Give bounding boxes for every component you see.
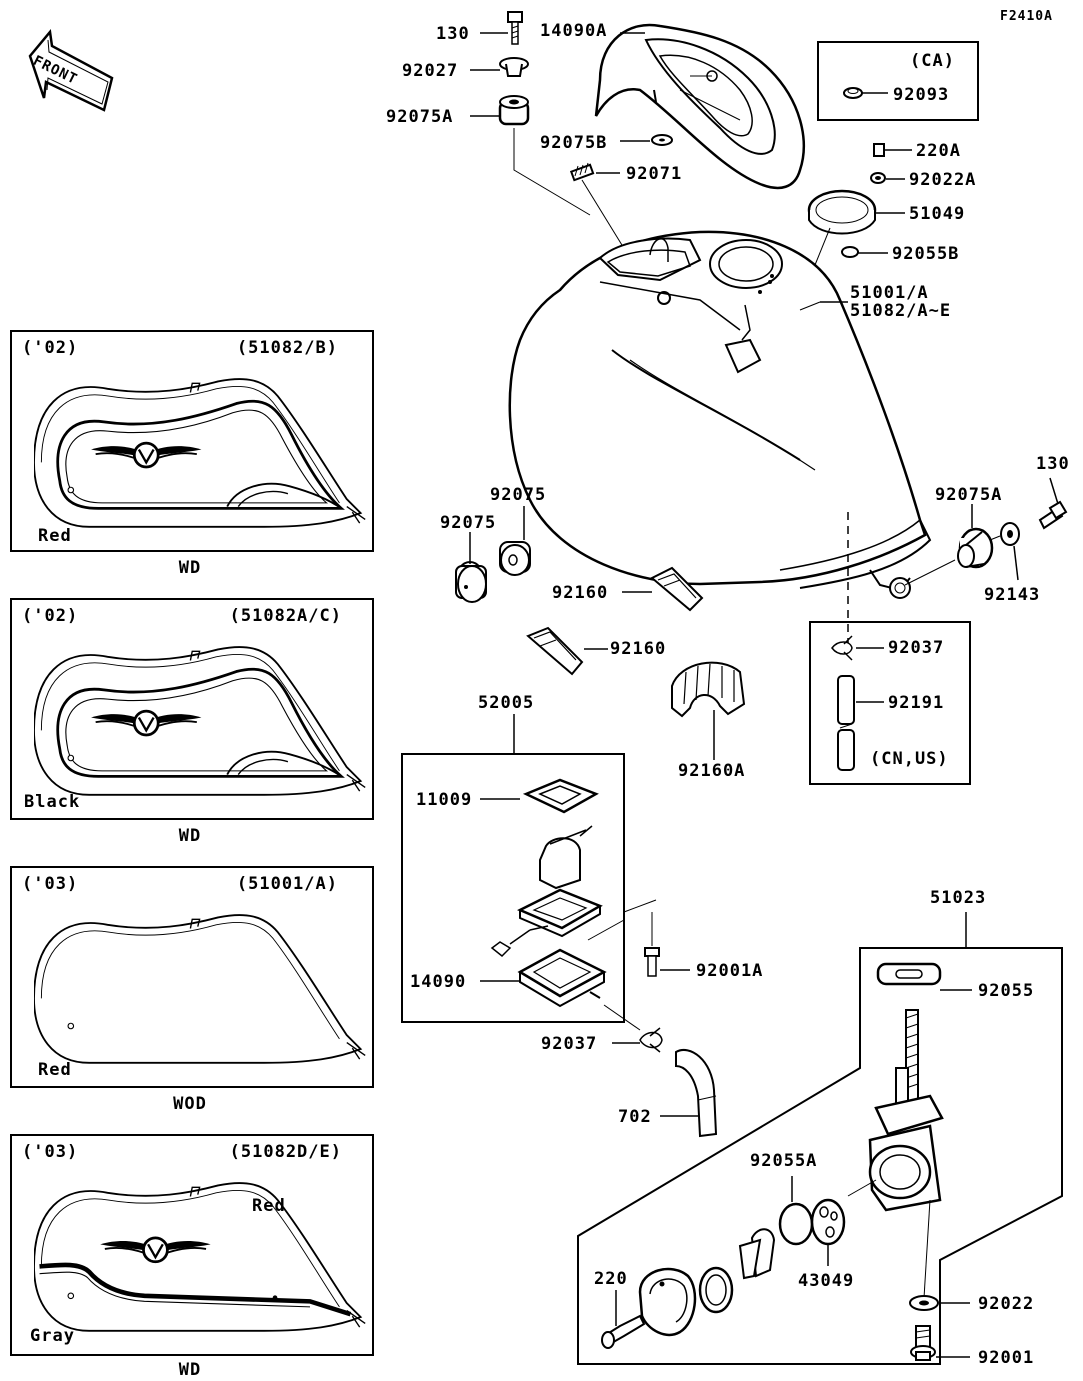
tank-plain <box>34 914 367 1064</box>
part-label-92037-bottom: 92037 <box>541 1034 598 1054</box>
decal-panel-3: ('03) (51001/A) Red <box>10 866 374 1088</box>
panel-year: ('02) <box>22 338 79 358</box>
part-label-52005: 52005 <box>478 693 535 713</box>
cn-us-box <box>809 621 971 785</box>
plate-and-screw-220 <box>601 1267 697 1349</box>
part-label-92143: 92143 <box>984 585 1041 605</box>
panel-color: Black <box>24 792 81 812</box>
panel-color-secondary: Red <box>252 1196 286 1216</box>
panel-color: Gray <box>30 1326 75 1346</box>
part-label-11009: 11009 <box>416 790 473 810</box>
bolt-92001A <box>644 912 690 977</box>
gasket-92055B <box>841 246 888 258</box>
part-label-43049: 43049 <box>798 1271 855 1291</box>
panel-year: ('03) <box>22 874 79 894</box>
part-label-92001A: 92001A <box>696 961 764 981</box>
part-label-92075A: 92075A <box>386 107 454 127</box>
tank-decal-red-stripe <box>34 378 367 528</box>
part-label-14090: 14090 <box>410 972 467 992</box>
clip-92160-b <box>526 626 608 676</box>
bolt-130-top <box>480 11 523 45</box>
collar-92027 <box>470 57 529 77</box>
tank-decal-black-stripe <box>34 646 367 796</box>
part-label-92022A: 92022A <box>909 170 977 190</box>
panel-color: Red <box>38 1060 72 1080</box>
bolt-130-right <box>1038 477 1068 530</box>
part-label-92001: 92001 <box>978 1348 1035 1368</box>
part-label-92027: 92027 <box>402 61 459 81</box>
panel-caption: WD <box>178 558 202 578</box>
part-label-220A: 220A <box>916 141 961 161</box>
part-label-92022: 92022 <box>978 1294 1035 1314</box>
spring-92071 <box>569 162 626 251</box>
part-label-92160A: 92160A <box>678 761 746 781</box>
part-label-130: 130 <box>436 24 470 44</box>
ca-label: (CA) <box>910 51 955 71</box>
part-label-51001A: 51001/A <box>850 283 929 303</box>
part-label-702: 702 <box>618 1107 652 1127</box>
lever-and-seal <box>698 1228 776 1314</box>
panel-year: ('03) <box>22 1142 79 1162</box>
part-label-51023: 51023 <box>930 888 987 908</box>
screw-220A <box>873 143 912 157</box>
damper-92075-left <box>455 532 487 603</box>
part-label-51049: 51049 <box>909 204 966 224</box>
damper-92075-mid <box>499 506 531 576</box>
panel-code: (51082A/C) <box>229 606 342 626</box>
fuel-pump-assembly-52005 <box>401 714 657 1031</box>
fuel-tank-51001 <box>508 230 932 650</box>
washer-92022 <box>909 1295 970 1311</box>
decal-panel-4: ('03) (51082D/E) Gray Red <box>10 1134 374 1356</box>
panel-year: ('02) <box>22 606 79 626</box>
damper-92160A <box>671 661 746 760</box>
part-label-92075-b: 92075 <box>490 485 547 505</box>
panel-color: Red <box>38 526 72 546</box>
part-label-130-right: 130 <box>1036 454 1070 474</box>
part-label-92071: 92071 <box>626 164 683 184</box>
damper-92075A-right <box>904 504 994 586</box>
hose-702 <box>660 1049 718 1138</box>
washer-92075B <box>620 134 673 146</box>
part-label-92191: 92191 <box>888 693 945 713</box>
part-label-92160-a: 92160 <box>552 583 609 603</box>
clip-92160-a <box>622 566 704 612</box>
part-label-220: 220 <box>594 1269 628 1289</box>
fuel-valve-51023 <box>577 912 1063 1365</box>
panel-code: (51001/A) <box>236 874 338 894</box>
panel-code: (51082/B) <box>236 338 338 358</box>
part-label-92075-a: 92075 <box>440 513 497 533</box>
panel-caption: WD <box>178 1360 202 1380</box>
damper-92075A-top <box>470 95 591 216</box>
tank-cover-14090A <box>594 23 805 190</box>
panel-code: (51082D/E) <box>229 1142 342 1162</box>
part-label-92055: 92055 <box>978 981 1035 1001</box>
clamp-92037-bottom <box>612 1027 663 1053</box>
panel-caption: WD <box>178 826 202 846</box>
front-arrow-icon <box>28 29 114 112</box>
part-label-92055B: 92055B <box>892 244 960 264</box>
part-label-92037-top: 92037 <box>888 638 945 658</box>
part-label-92055A: 92055A <box>750 1151 818 1171</box>
bolt-92001 <box>910 1325 970 1361</box>
part-label-92160-b: 92160 <box>610 639 667 659</box>
part-label-92093: 92093 <box>893 85 950 105</box>
washer-92143 <box>989 522 1020 581</box>
cn-us-label: (CN,US) <box>870 749 949 769</box>
part-label-92075A-right: 92075A <box>935 485 1003 505</box>
part-label-92075B: 92075B <box>540 133 608 153</box>
panel-caption: WOD <box>173 1094 207 1114</box>
decal-panel-1: ('02) (51082/B) Red <box>10 330 374 552</box>
cap-51049 <box>807 189 905 266</box>
gasket-43049 <box>810 1198 846 1266</box>
part-label-14090A: 14090A <box>540 21 608 41</box>
ca-box <box>817 41 979 121</box>
diagram-code: F2410A <box>1000 9 1053 24</box>
decal-panel-2: ('02) (51082A/C) Black <box>10 598 374 820</box>
part-label-51082AE: 51082/A~E <box>850 301 952 321</box>
tank-decal-two-tone <box>34 1182 367 1332</box>
washer-92022A <box>870 172 905 184</box>
o-ring-92055A <box>778 1176 814 1246</box>
